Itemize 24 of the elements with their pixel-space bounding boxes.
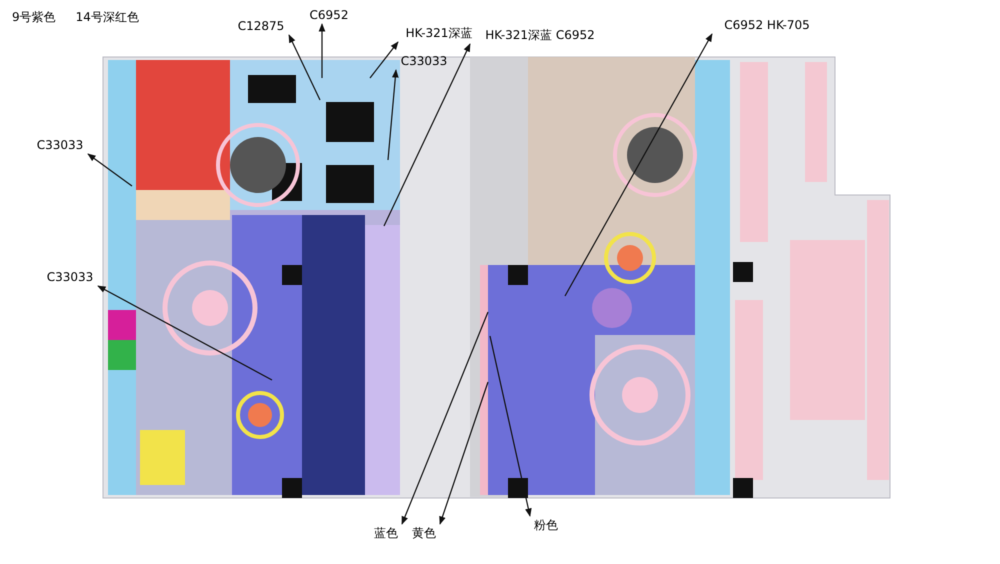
leader-line (401, 312, 489, 525)
color-note: 14号深红色 (76, 9, 139, 26)
color-code-label: C33033 (36, 139, 84, 151)
color-code-label: 粉色 (534, 519, 558, 531)
color-code-label: C33033 (46, 271, 94, 283)
color-code-label: C6952 HK-705 (724, 19, 810, 31)
leader-line (87, 154, 132, 186)
leader-line (489, 336, 532, 517)
color-code-label: C12875 (238, 20, 284, 32)
leader-line (439, 382, 489, 525)
leader-line (564, 33, 713, 296)
color-code-label: HK-321深蓝 (406, 27, 472, 39)
leader-line (318, 23, 326, 78)
leader-line (387, 69, 399, 160)
leader-line (97, 285, 272, 381)
color-code-label: C6952 (310, 9, 348, 21)
leader-line (383, 43, 471, 226)
color-code-label: C33033 (400, 55, 448, 67)
color-code-label: 黄色 (412, 527, 436, 539)
leader-line (288, 34, 321, 100)
color-note: 9号紫色 (12, 9, 56, 26)
leader-line (370, 41, 399, 78)
color-code-label: HK-321深蓝 C6952 (485, 29, 595, 41)
color-code-label: 蓝色 (374, 527, 398, 539)
